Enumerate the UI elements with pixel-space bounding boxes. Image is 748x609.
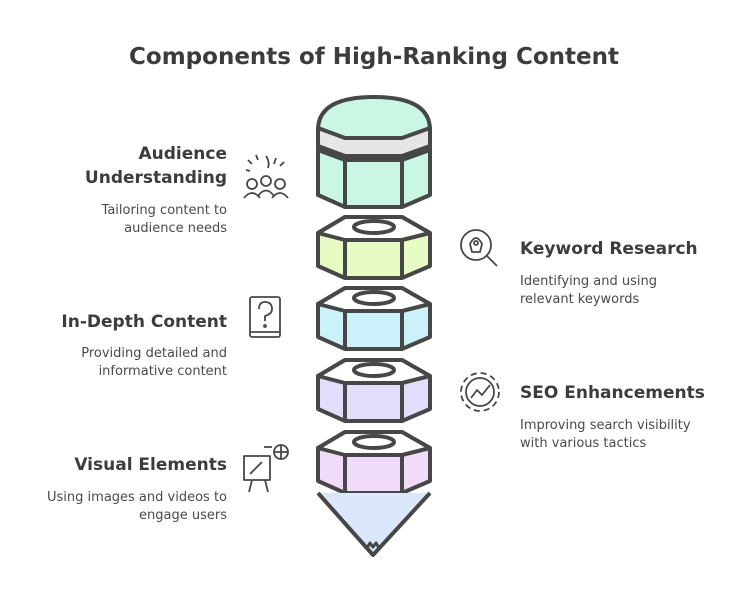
- easel-icon: [243, 444, 289, 493]
- heading-keyword-research: Keyword Research: [520, 239, 698, 259]
- desc-line: with various tactics: [520, 436, 647, 451]
- desc-line: informative content: [98, 364, 227, 379]
- desc-line: Tailoring content to: [101, 203, 227, 218]
- nut-segment-visual-elements: [316, 430, 432, 495]
- desc-audience-understanding: Tailoring content to audience needs: [102, 202, 227, 238]
- keyword-search-icon: [460, 229, 498, 267]
- heading-visual-elements: Visual Elements: [74, 455, 227, 475]
- desc-line: engage users: [139, 508, 227, 523]
- heading-line: Audience: [138, 144, 228, 164]
- cap-segment: [316, 95, 432, 209]
- desc-line: Providing detailed and: [81, 346, 227, 361]
- desc-line: relevant keywords: [520, 292, 640, 307]
- heading-seo-enhancements: SEO Enhancements: [520, 383, 705, 403]
- desc-seo-enhancements: Improving search visibility with various …: [520, 417, 691, 453]
- nut-segment-in-depth-content: [316, 286, 432, 351]
- gear-chart-icon: [460, 372, 500, 412]
- nut-segment-seo-enhancements: [316, 358, 432, 423]
- desc-line: Identifying and using: [520, 274, 658, 289]
- diagram-title: Components of High-Ranking Content: [129, 44, 619, 70]
- desc-line: Improving search visibility: [520, 418, 691, 433]
- desc-line: audience needs: [124, 221, 227, 236]
- audience-icon: [243, 154, 289, 199]
- heading-in-depth-content: In-Depth Content: [61, 312, 227, 332]
- desc-keyword-research: Identifying and using relevant keywords: [520, 273, 657, 309]
- question-book-icon: [249, 296, 281, 338]
- pencil-tip: [316, 491, 432, 557]
- desc-line: Using images and videos to: [47, 490, 227, 505]
- desc-in-depth-content: Providing detailed and informative conten…: [81, 345, 227, 381]
- desc-visual-elements: Using images and videos to engage users: [47, 489, 227, 525]
- heading-line: Understanding: [84, 168, 227, 188]
- nut-segment-keyword-research: [316, 215, 432, 280]
